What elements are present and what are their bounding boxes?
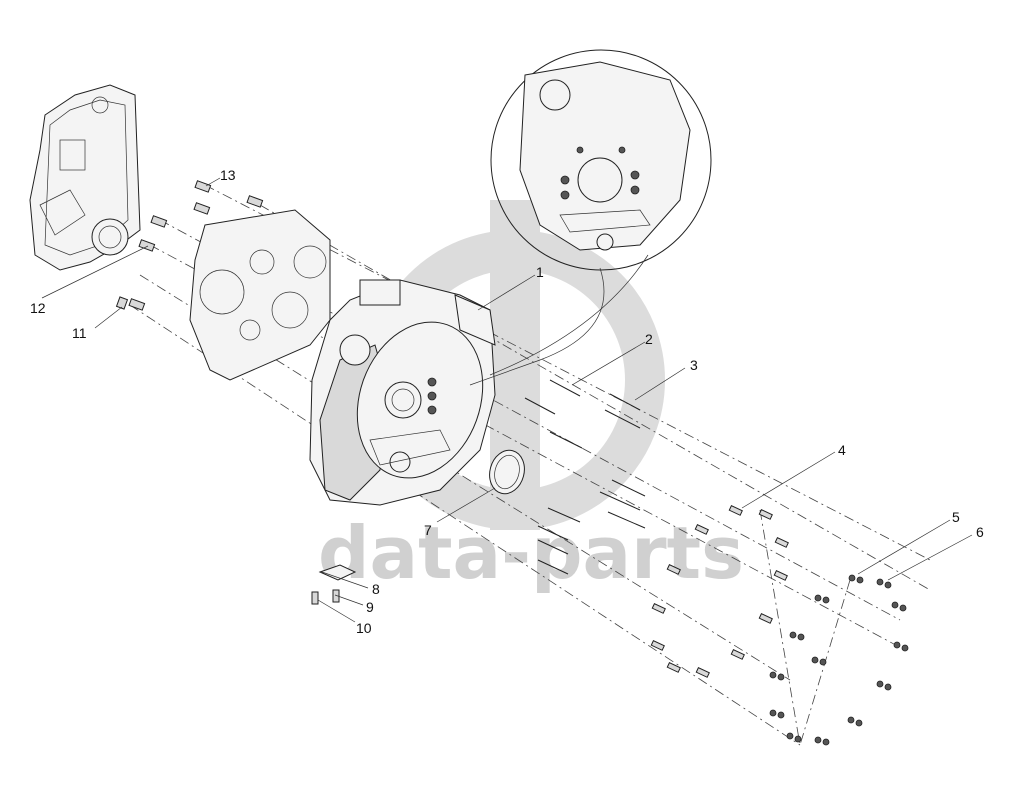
callout-3: 3 (690, 357, 698, 373)
housing-bolts (115, 180, 264, 311)
detail-view (469, 49, 712, 386)
callout-4: 4 (838, 442, 846, 458)
leader-lines (41, 177, 973, 623)
inspection-cover (311, 564, 357, 605)
studs-and-nuts (650, 504, 909, 746)
gasket-plate (189, 209, 331, 381)
callout-5: 5 (952, 509, 960, 525)
callout-1: 1 (536, 264, 544, 280)
callout-9: 9 (366, 599, 374, 615)
callout-2: 2 (645, 331, 653, 347)
flywheel-housing (309, 279, 496, 506)
timing-housing (29, 84, 141, 271)
callout-12: 12 (30, 300, 46, 316)
callout-8: 8 (372, 581, 380, 597)
housing-long-bolts (524, 379, 646, 575)
callout-13: 13 (220, 167, 236, 183)
callout-10: 10 (356, 620, 372, 636)
callout-11: 11 (72, 325, 87, 341)
seal-ring (489, 449, 525, 495)
callout-6: 6 (976, 524, 984, 540)
callout-7: 7 (424, 522, 432, 538)
callout-labels: 1 2 3 4 5 6 7 8 9 10 11 12 13 (30, 167, 984, 636)
watermark-text: data-parts (318, 511, 744, 595)
